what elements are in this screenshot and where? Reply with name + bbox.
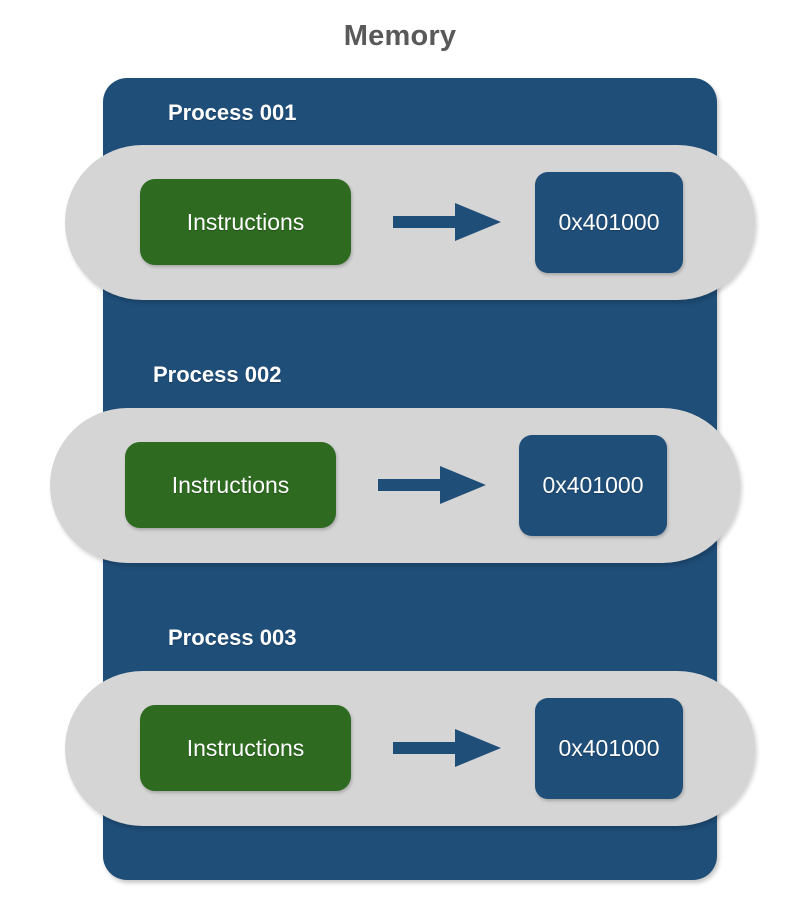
- page-title: Memory: [343, 20, 457, 52]
- process-label-003: Process 003: [168, 625, 297, 650]
- instructions-label-001: Instructions: [186, 208, 305, 235]
- address-box-003[interactable]: 0x401000: [535, 698, 683, 799]
- address-box-001[interactable]: 0x401000: [535, 172, 683, 273]
- process-label-001: Process 001: [168, 100, 297, 125]
- instructions-box-002[interactable]: Instructions: [125, 442, 336, 528]
- address-value-002: 0x401000: [542, 472, 644, 498]
- instructions-label-003: Instructions: [186, 734, 305, 761]
- address-box-002[interactable]: 0x401000: [519, 435, 667, 536]
- address-value-003: 0x401000: [558, 735, 660, 761]
- right-arrow-icon-002: [378, 462, 488, 508]
- instructions-label-002: Instructions: [171, 471, 290, 498]
- process-label-002: Process 002: [153, 362, 282, 387]
- right-arrow-icon-003: [393, 725, 503, 771]
- right-arrow-icon-001: [393, 199, 503, 245]
- instructions-box-001[interactable]: Instructions: [140, 179, 351, 265]
- address-value-001: 0x401000: [558, 209, 660, 235]
- instructions-box-003[interactable]: Instructions: [140, 705, 351, 791]
